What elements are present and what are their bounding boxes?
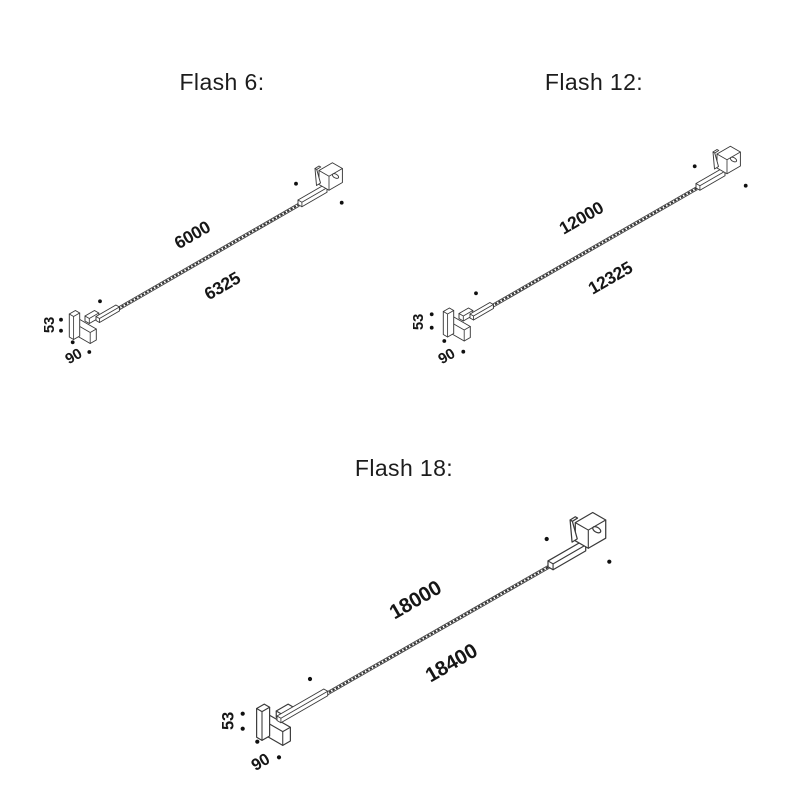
end-bracket bbox=[256, 688, 329, 746]
dim-label-height: 53 bbox=[410, 314, 427, 330]
dim-dot bbox=[59, 317, 63, 322]
dim-dot bbox=[339, 200, 344, 205]
dim-label-width: 90 bbox=[62, 345, 85, 368]
dim-dot bbox=[240, 711, 245, 716]
dim-dot bbox=[98, 299, 102, 304]
figure-flash-18: Flash 18: 18000 18400 53 90 bbox=[219, 455, 612, 775]
dimension-dots bbox=[429, 164, 748, 354]
track-line bbox=[490, 186, 698, 308]
dimension-dots bbox=[59, 181, 344, 354]
dim-dot bbox=[461, 349, 466, 354]
dim-label-length-top: 12000 bbox=[556, 197, 608, 238]
end-connector bbox=[547, 511, 607, 571]
dim-label-width: 90 bbox=[435, 345, 458, 368]
dim-label-height: 53 bbox=[41, 317, 58, 333]
dim-dot bbox=[59, 328, 63, 333]
dim-label-length-overall: 12325 bbox=[585, 257, 637, 298]
dim-dot bbox=[240, 726, 245, 731]
dim-label-width: 90 bbox=[248, 750, 273, 775]
end-connector bbox=[695, 145, 741, 191]
dim-dot bbox=[607, 559, 612, 564]
end-bracket bbox=[68, 304, 120, 344]
figure-title: Flash 12: bbox=[545, 69, 643, 95]
end-bracket bbox=[442, 302, 494, 342]
figure-flash-12: Flash 12: 12000 12325 53 90 bbox=[410, 69, 748, 368]
dim-dot bbox=[442, 339, 447, 343]
dim-dot bbox=[692, 164, 697, 169]
dim-label-length-overall: 6325 bbox=[201, 267, 244, 304]
figure-title: Flash 6: bbox=[179, 69, 264, 95]
dim-dot bbox=[429, 312, 434, 317]
dim-dot bbox=[87, 350, 92, 354]
dim-dot bbox=[307, 676, 313, 682]
end-connector bbox=[297, 162, 343, 208]
track-line bbox=[117, 203, 300, 311]
dim-dot bbox=[276, 755, 282, 760]
dimension-dots bbox=[240, 536, 612, 760]
dim-label-length-top: 18000 bbox=[385, 576, 445, 624]
dim-dot bbox=[70, 340, 75, 345]
dim-dot bbox=[255, 739, 260, 744]
figure-flash-6: Flash 6: 6000 6325 53 90 bbox=[41, 69, 344, 368]
dim-label-length-top: 6000 bbox=[171, 216, 214, 253]
dim-dot bbox=[294, 181, 298, 186]
dim-label-length-overall: 18400 bbox=[421, 639, 481, 687]
dim-dot bbox=[429, 325, 434, 330]
dim-dot bbox=[474, 291, 478, 296]
dim-dot bbox=[544, 536, 549, 542]
figure-title: Flash 18: bbox=[355, 455, 453, 481]
dim-dot bbox=[743, 183, 748, 188]
dim-label-height: 53 bbox=[219, 712, 237, 730]
track-line bbox=[324, 565, 550, 696]
